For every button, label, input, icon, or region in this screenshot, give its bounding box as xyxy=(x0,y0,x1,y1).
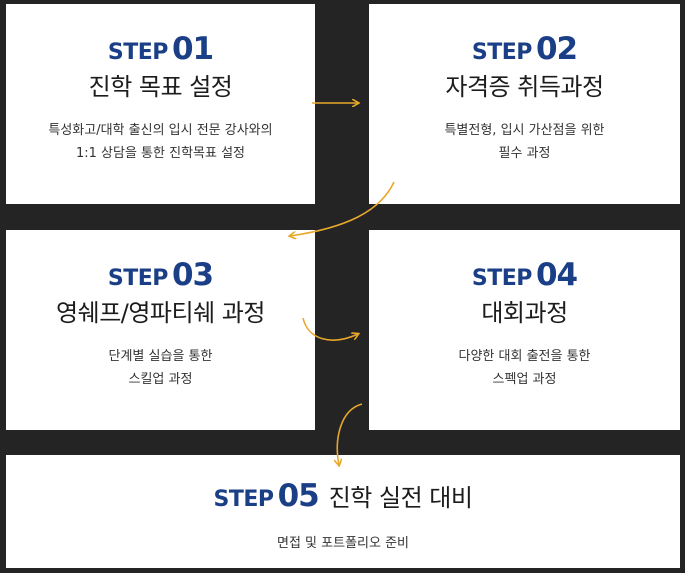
step-heading-row: STEP 05 진학 실전 대비 xyxy=(214,481,473,512)
step-title: 진학 목표 설정 xyxy=(88,73,233,101)
step-description: 면접 및 포트폴리오 준비 xyxy=(277,532,409,555)
step-title: 자격증 취득과정 xyxy=(445,73,604,101)
step-label: STEP 01 xyxy=(107,31,214,67)
step-title: 진학 실전 대비 xyxy=(328,484,473,512)
step-number: 05 xyxy=(277,478,320,514)
desc-line: 필수 과정 xyxy=(498,146,551,161)
step-word: STEP xyxy=(213,487,275,512)
desc-line: 특성화고/대학 출신의 입시 전문 강사와의 xyxy=(48,123,273,138)
step-description: 단계별 실습을 통한 스킬업 과정 xyxy=(109,345,213,391)
desc-line: 단계별 실습을 통한 xyxy=(108,349,213,364)
step-number: 01 xyxy=(171,31,214,67)
step-description: 특성화고/대학 출신의 입시 전문 강사와의 1:1 상담을 통한 진학목표 설… xyxy=(48,119,272,165)
desc-line: 면접 및 포트폴리오 준비 xyxy=(277,536,409,551)
desc-line: 특별전형, 입시 가산점을 위한 xyxy=(444,123,605,138)
step-label: STEP 03 xyxy=(107,257,214,293)
step-04-card: STEP 04 대회과정 다양한 대회 출전을 통한 스펙업 과정 xyxy=(369,230,680,430)
step-02-card: STEP 02 자격증 취득과정 특별전형, 입시 가산점을 위한 필수 과정 xyxy=(369,4,680,204)
desc-line: 스킬업 과정 xyxy=(128,372,193,387)
step-title: 영쉐프/영파티쉐 과정 xyxy=(56,299,265,327)
desc-line: 스펙업 과정 xyxy=(492,372,557,387)
step-word: STEP xyxy=(107,266,169,291)
step-word: STEP xyxy=(107,40,169,65)
step-05-card: STEP 05 진학 실전 대비 면접 및 포트폴리오 준비 xyxy=(6,455,680,568)
step-label: STEP 04 xyxy=(471,257,578,293)
step-number: 03 xyxy=(171,257,214,293)
step-03-card: STEP 03 영쉐프/영파티쉐 과정 단계별 실습을 통한 스킬업 과정 xyxy=(6,230,315,430)
step-01-card: STEP 01 진학 목표 설정 특성화고/대학 출신의 입시 전문 강사와의 … xyxy=(6,4,315,204)
step-word: STEP xyxy=(471,266,533,291)
step-description: 다양한 대회 출전을 통한 스펙업 과정 xyxy=(459,345,591,391)
step-description: 특별전형, 입시 가산점을 위한 필수 과정 xyxy=(444,119,604,165)
step-label: STEP 05 xyxy=(213,478,320,514)
step-label: STEP 02 xyxy=(471,31,578,67)
desc-line: 1:1 상담을 통한 진학목표 설정 xyxy=(75,146,245,161)
desc-line: 다양한 대회 출전을 통한 xyxy=(458,349,591,364)
step-number: 02 xyxy=(535,31,578,67)
step-word: STEP xyxy=(471,40,533,65)
step-title: 대회과정 xyxy=(481,299,568,327)
step-number: 04 xyxy=(535,257,578,293)
